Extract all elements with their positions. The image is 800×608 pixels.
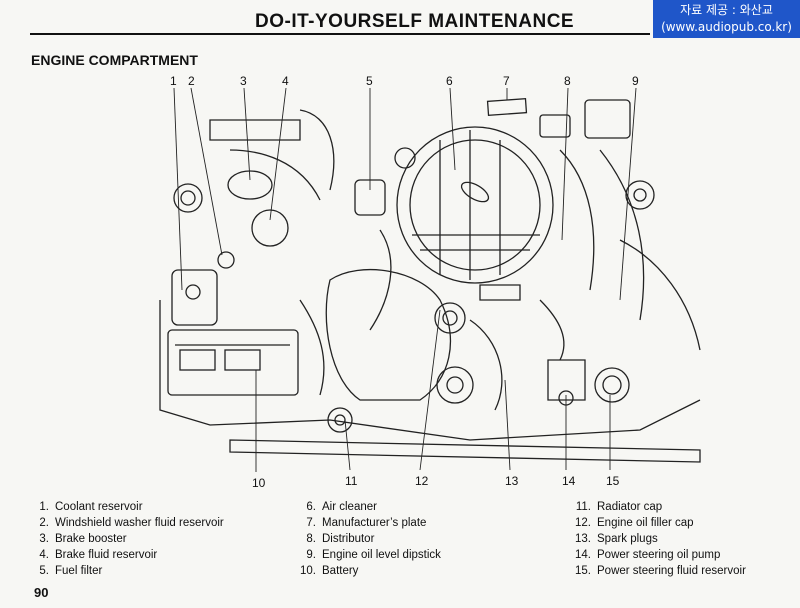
publisher-badge: 자료 제공 : 와산교 (www.audiopub.co.kr) (653, 0, 800, 38)
callout-8: 8 (564, 74, 571, 88)
legend-item: 11.Radiator cap (575, 501, 663, 513)
callout-10: 10 (252, 476, 266, 490)
leader-lines (173, 87, 637, 472)
legend-item: 2.Windshield washer fluid reservoir (39, 517, 224, 529)
publisher-badge-line2: (www.audiopub.co.kr) (661, 20, 792, 34)
publisher-badge-line1: 자료 제공 : 와산교 (680, 3, 773, 17)
legend-item: 7.Manufacturer’s plate (306, 517, 427, 529)
legend-item: 13.Spark plugs (575, 533, 658, 545)
legend-column-2: 6.Air cleaner 7.Manufacturer’s plate 8.D… (298, 499, 441, 579)
legend-column-3: 11.Radiator cap 12.Engine oil filler cap… (573, 499, 746, 579)
engine-compartment-diagram (159, 87, 701, 472)
section-title: ENGINE COMPARTMENT (31, 52, 198, 68)
legend-item: 1.Coolant reservoir (39, 501, 143, 513)
legend-item: 3.Brake booster (39, 533, 127, 545)
battery-shape (167, 329, 299, 396)
callout-5: 5 (366, 74, 373, 88)
callout-12: 12 (415, 474, 429, 488)
legend-item: 5.Fuel filter (39, 565, 103, 577)
page-number: 90 (34, 585, 49, 600)
callout-3: 3 (240, 74, 247, 88)
callout-7: 7 (503, 74, 510, 88)
callout-4: 4 (282, 74, 289, 88)
callout-9: 9 (632, 74, 639, 88)
callout-6: 6 (446, 74, 453, 88)
callout-2: 2 (188, 74, 195, 88)
legend-item: 10.Battery (300, 565, 359, 577)
legend-column-1: 1.Coolant reservoir 2.Windshield washer … (31, 499, 224, 579)
legend-item: 4.Brake fluid reservoir (39, 549, 158, 561)
callout-1: 1 (170, 74, 177, 88)
legend-item: 6.Air cleaner (306, 501, 377, 513)
legend-item: 15.Power steering fluid reservoir (575, 565, 746, 577)
legend-item: 9.Engine oil level dipstick (306, 549, 441, 561)
page-title: DO-IT-YOURSELF MAINTENANCE (255, 11, 575, 32)
callout-15: 15 (606, 474, 620, 488)
legend-item: 8.Distributor (306, 533, 375, 545)
callout-11: 11 (345, 474, 358, 488)
legend-item: 14.Power steering oil pump (575, 549, 721, 561)
callout-14: 14 (562, 474, 576, 488)
header-rule (30, 33, 650, 35)
callout-13: 13 (505, 474, 519, 488)
air-cleaner-shape (396, 126, 554, 284)
legend-item: 12.Engine oil filler cap (575, 517, 694, 529)
